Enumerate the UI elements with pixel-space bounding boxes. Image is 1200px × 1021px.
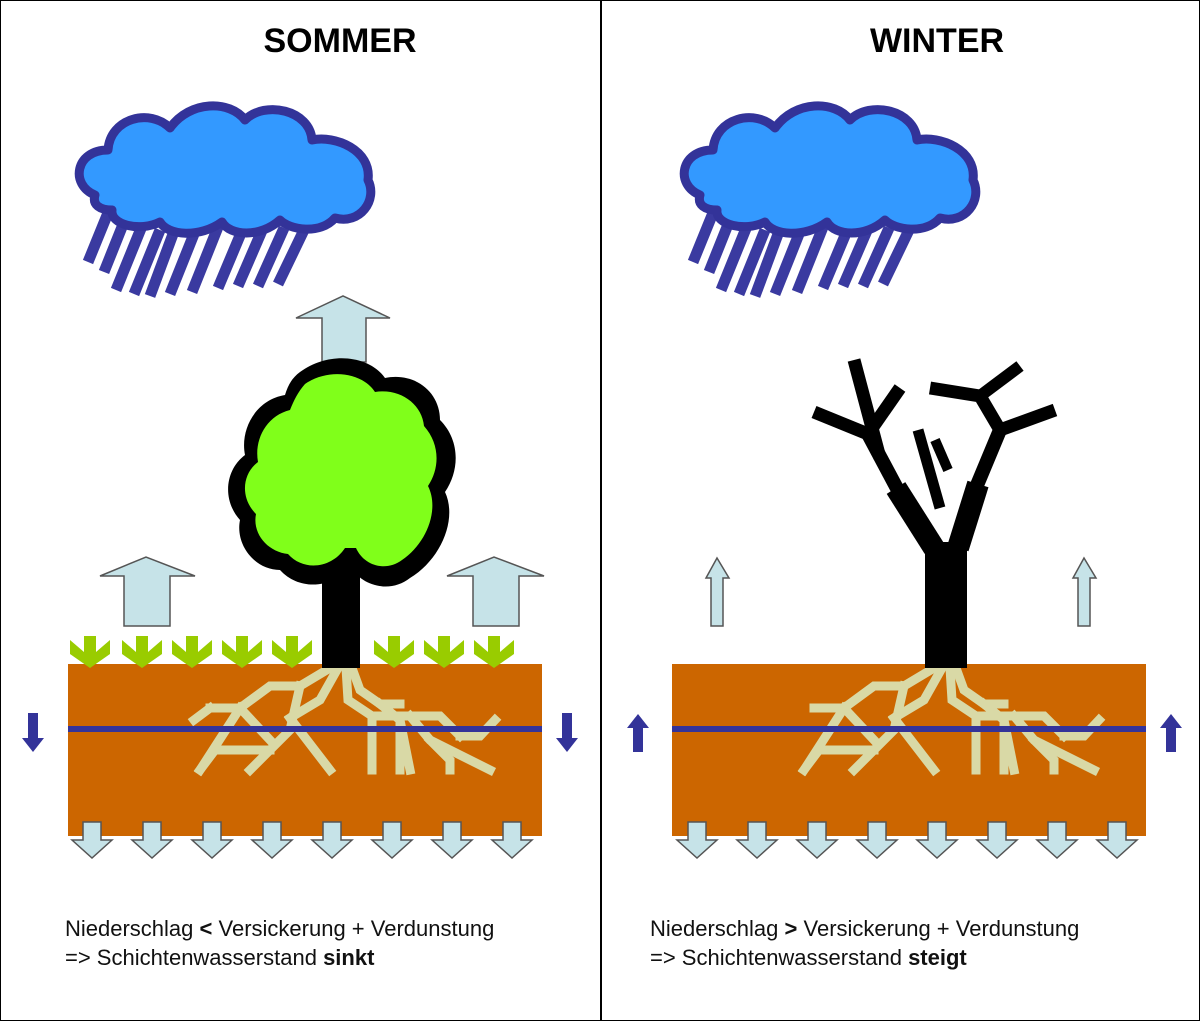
water-table-line xyxy=(68,726,542,732)
caption-loss-terms: Versickerung + Verdunstung xyxy=(803,916,1080,941)
caption-trend: steigt xyxy=(908,945,967,970)
caption-trend: sinkt xyxy=(323,945,375,970)
caption-operator: > xyxy=(784,916,798,941)
rain-icon xyxy=(687,205,914,298)
caption-winter: Niederschlag > Versickerung + Verdunstun… xyxy=(650,914,1079,972)
caption-result-prefix: => Schichtenwasserstand xyxy=(65,945,317,970)
evaporation-arrow-tree xyxy=(295,295,391,363)
sommer-scene xyxy=(22,101,578,860)
panel-title-winter: WINTER xyxy=(869,22,1005,60)
caption-loss-terms: Versickerung + Verdunstung xyxy=(218,916,495,941)
caption-sommer: Niederschlag < Versickerung + Verdunstun… xyxy=(65,914,494,972)
grass-icon xyxy=(70,636,514,668)
winter-scene xyxy=(627,101,1182,860)
caption-line-result: => Schichtenwasserstand steigt xyxy=(650,943,1079,972)
cloud-icon xyxy=(74,101,376,238)
soil-layer xyxy=(68,664,542,836)
soil-layer xyxy=(672,664,1146,836)
caption-result-prefix: => Schichtenwasserstand xyxy=(650,945,902,970)
caption-precipitation: Niederschlag xyxy=(650,916,779,941)
caption-precipitation: Niederschlag xyxy=(65,916,194,941)
cloud-icon xyxy=(679,101,981,238)
panel-winter: WINTER xyxy=(601,0,1200,1021)
evaporation-arrow-left xyxy=(704,556,731,627)
evaporation-arrow-right xyxy=(1071,556,1098,627)
caption-line-balance: Niederschlag < Versickerung + Verdunstun… xyxy=(65,914,494,943)
tree-icon xyxy=(228,358,456,668)
water-level-arrow-icon xyxy=(22,713,578,752)
panel-title-sommer: SOMMER xyxy=(263,22,417,60)
evaporation-arrow-left xyxy=(99,556,196,627)
caption-operator: < xyxy=(199,916,213,941)
bare-tree-icon xyxy=(811,358,1058,668)
evaporation-arrow-right xyxy=(446,556,545,627)
water-level-arrow-icon xyxy=(627,714,1182,752)
caption-line-result: => Schichtenwasserstand sinkt xyxy=(65,943,494,972)
panel-sommer: SOMMER xyxy=(22,22,578,972)
arrow-down-icon xyxy=(70,821,534,860)
water-table-line xyxy=(672,726,1146,732)
caption-line-balance: Niederschlag > Versickerung + Verdunstun… xyxy=(650,914,1079,943)
arrow-down-icon xyxy=(675,821,1139,860)
panel-divider xyxy=(600,0,602,1021)
